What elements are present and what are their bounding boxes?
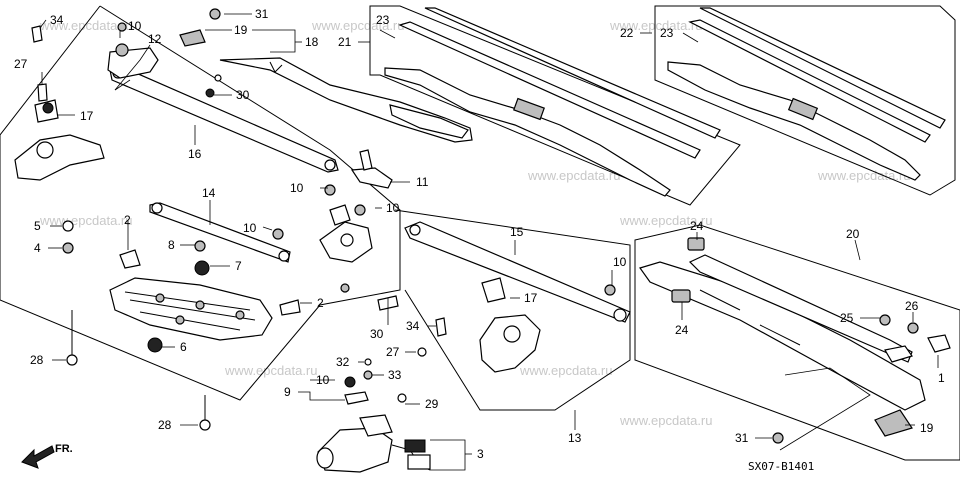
watermark-text: www.epcdata.ru — [39, 18, 133, 33]
callout-28: 28 — [158, 418, 172, 432]
callout-30: 30 — [370, 327, 384, 341]
front-direction-indicator: FR. — [21, 443, 73, 469]
callout-19: 19 — [920, 421, 934, 435]
callout-20: 20 — [846, 227, 860, 241]
callout-23: 23 — [660, 26, 674, 40]
pivot-17-left — [14, 99, 105, 181]
callout-6: 6 — [180, 340, 187, 354]
callout-16: 16 — [188, 147, 202, 161]
callout-34: 34 — [50, 13, 64, 27]
crank-arm-center — [319, 204, 373, 263]
callout-10: 10 — [290, 181, 304, 195]
wiper-arm-18 — [219, 57, 473, 143]
callout-11: 11 — [416, 175, 429, 189]
watermark-text: www.epcdata.ru — [609, 18, 703, 33]
callout-12: 12 — [148, 32, 162, 46]
callout-21: 21 — [338, 35, 352, 49]
callout-3: 3 — [477, 447, 484, 461]
wiper-motor-3 — [316, 414, 431, 473]
pivot-17-right — [479, 277, 541, 373]
callout-10: 10 — [243, 221, 257, 235]
leader-lines — [39, 13, 939, 471]
callout-1: 1 — [938, 371, 945, 385]
callout-31: 31 — [255, 7, 269, 21]
link-rod-15 — [404, 221, 631, 323]
callout-4: 4 — [34, 241, 41, 255]
callout-32: 32 — [336, 355, 350, 369]
callout-17: 17 — [80, 109, 94, 123]
callout-27: 27 — [14, 57, 28, 71]
callout-33: 33 — [388, 368, 402, 382]
wiper-blade-22 — [667, 7, 946, 181]
watermark-group: www.epcdata.ru www.epcdata.ru www.epcdat… — [39, 18, 911, 428]
watermark-text: www.epcdata.ru — [619, 213, 713, 228]
callout-10: 10 — [613, 255, 627, 269]
callout-25: 25 — [840, 311, 854, 325]
callout-18: 18 — [305, 35, 319, 49]
callout-13: 13 — [568, 431, 582, 445]
callout-30: 30 — [236, 88, 250, 102]
fasteners — [31, 8, 919, 444]
callout-14: 14 — [202, 186, 216, 200]
callout-15: 15 — [510, 225, 524, 239]
callout-24: 24 — [690, 219, 704, 233]
front-label: FR. — [55, 443, 73, 455]
bracket-12 — [107, 43, 159, 79]
watermark-text: www.epcdata.ru — [817, 168, 911, 183]
front-arrow-icon — [21, 445, 55, 469]
callout-29: 29 — [425, 397, 439, 411]
watermark-text: www.epcdata.ru — [311, 18, 405, 33]
pivot-11 — [350, 149, 393, 189]
callout-26: 26 — [905, 299, 919, 313]
callout-labels: 31 19 18 30 10 34 27 17 12 16 14 10 10 1… — [14, 7, 945, 461]
callout-19: 19 — [234, 23, 248, 37]
watermark-text: www.epcdata.ru — [519, 363, 613, 378]
wiper-blade-21 — [384, 7, 721, 197]
callout-27: 27 — [386, 345, 400, 359]
callout-34: 34 — [406, 319, 420, 333]
callout-17: 17 — [524, 291, 538, 305]
group-outlines — [0, 5, 960, 461]
callout-8: 8 — [168, 238, 175, 252]
callout-28: 28 — [30, 353, 44, 367]
callout-24: 24 — [675, 323, 689, 337]
callout-7: 7 — [235, 259, 242, 273]
callout-10: 10 — [316, 373, 330, 387]
link-rod-14 — [149, 202, 291, 263]
callout-10: 10 — [386, 201, 400, 215]
callout-31: 31 — [735, 431, 749, 445]
watermark-text: www.epcdata.ru — [39, 213, 133, 228]
callout-10: 10 — [128, 19, 142, 33]
callout-2: 2 — [124, 213, 131, 227]
watermark-text: www.epcdata.ru — [619, 413, 713, 428]
motor-plate — [109, 277, 273, 341]
callout-22: 22 — [620, 26, 634, 40]
callout-23: 23 — [376, 13, 390, 27]
diagram-code: SX07-B1401 — [748, 460, 814, 473]
callout-2: 2 — [317, 296, 324, 310]
wiper-arm-20 — [639, 237, 951, 437]
watermark-text: www.epcdata.ru — [527, 168, 621, 183]
callout-5: 5 — [34, 219, 41, 233]
watermark-text: www.epcdata.ru — [224, 363, 318, 378]
callout-9: 9 — [284, 385, 291, 399]
